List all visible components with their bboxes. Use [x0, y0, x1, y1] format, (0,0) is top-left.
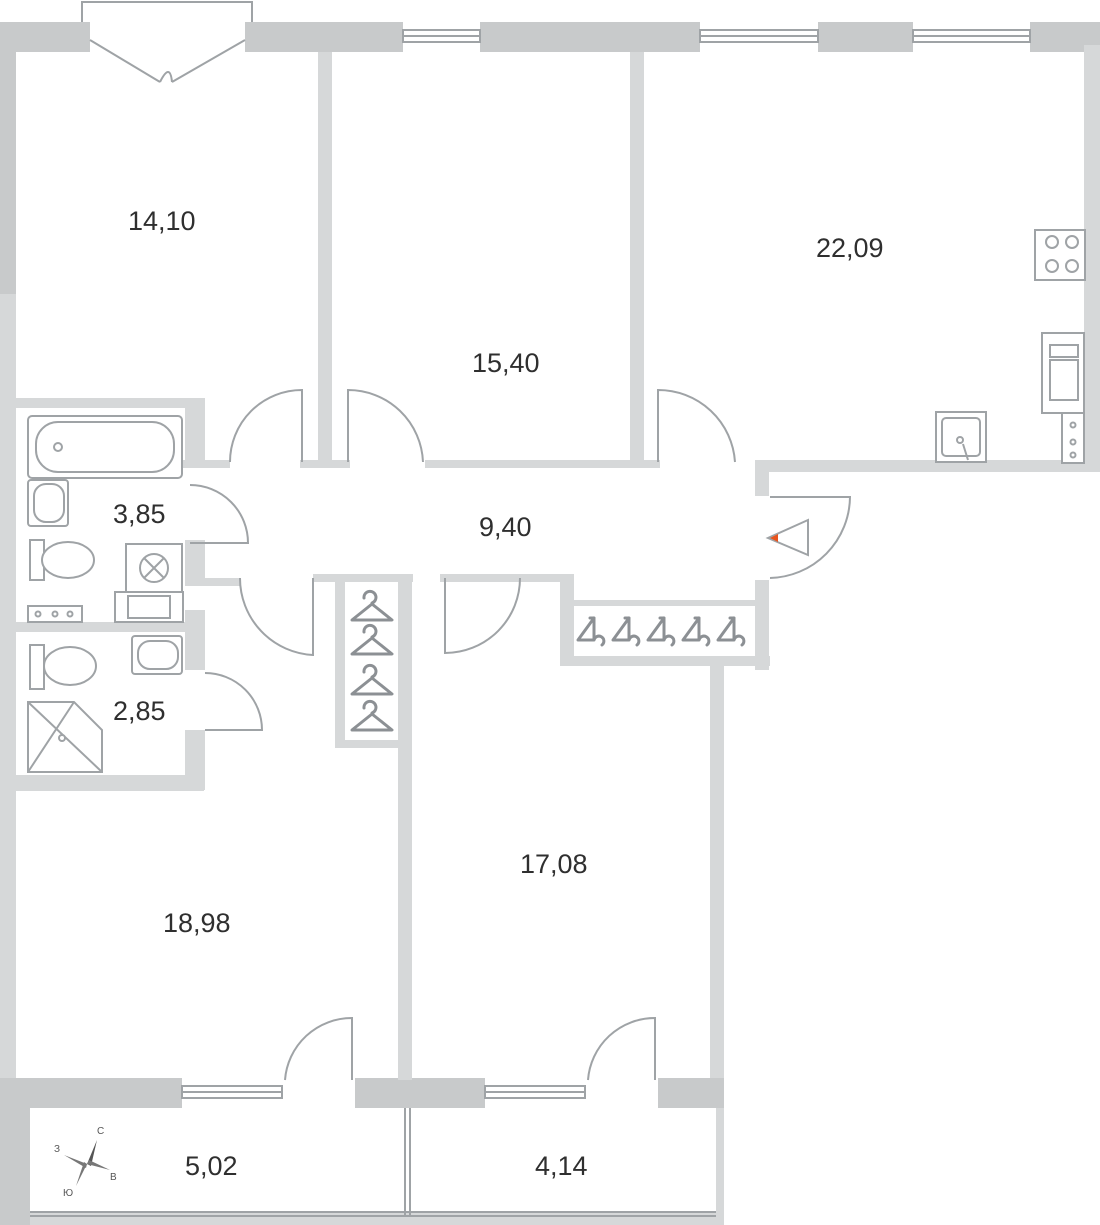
hanger-icon [350, 623, 394, 656]
compass-south-label: Ю [63, 1188, 73, 1199]
washing-machine-icon [125, 543, 183, 595]
hanger-icon [350, 699, 394, 732]
room-area-label: 17,08 [520, 849, 588, 879]
hanger-icon [350, 589, 394, 622]
sink-icon [935, 411, 987, 463]
hanger-icon [681, 616, 711, 647]
compass-west-label: З [54, 1144, 60, 1155]
room-area-label: 5,02 [185, 1151, 238, 1181]
hanger-icon [350, 663, 394, 696]
wardrobe-hangers [350, 589, 746, 732]
room-area-label: 3,85 [113, 499, 166, 529]
toilet-icon [29, 644, 97, 690]
room-area-label: 14,10 [128, 206, 196, 236]
hanger-icon [611, 616, 641, 647]
interior-walls [16, 52, 770, 1080]
bathtub-icon [27, 415, 183, 479]
bath-fixtures [27, 415, 184, 773]
room-area-label: 18,98 [163, 908, 231, 938]
fridge-icon [1041, 332, 1085, 414]
toilet-icon [29, 539, 95, 581]
washbasin-icon [27, 479, 69, 527]
hanger-icon [576, 616, 606, 647]
room-area-label: 9,40 [479, 512, 532, 542]
area-labels: 14,10 15,40 22,09 3,85 9,40 2,85 18,98 1… [113, 206, 884, 1181]
shower-icon [27, 701, 103, 773]
dryer-icon [114, 591, 184, 623]
room-area-label: 22,09 [816, 233, 884, 263]
kitchen-fixtures [935, 229, 1086, 464]
outer-walls [0, 22, 1100, 1225]
hanger-icon [646, 616, 676, 647]
entrance-marker-icon [765, 518, 809, 557]
washbasin-icon [131, 635, 183, 675]
stove-icon [1034, 229, 1086, 281]
doors [189, 388, 852, 1081]
room-area-label: 2,85 [113, 696, 166, 726]
oven-icon [1061, 412, 1085, 464]
room-area-label: 15,40 [472, 348, 540, 378]
room-area-label: 4,14 [535, 1151, 588, 1181]
compass-east-label: В [110, 1172, 117, 1183]
compass-rose-icon: С В Ю З [54, 1126, 117, 1199]
compass-north-label: С [97, 1126, 104, 1137]
heater-icon [27, 605, 83, 623]
windows [30, 1, 1031, 1217]
hanger-icon [716, 616, 746, 647]
